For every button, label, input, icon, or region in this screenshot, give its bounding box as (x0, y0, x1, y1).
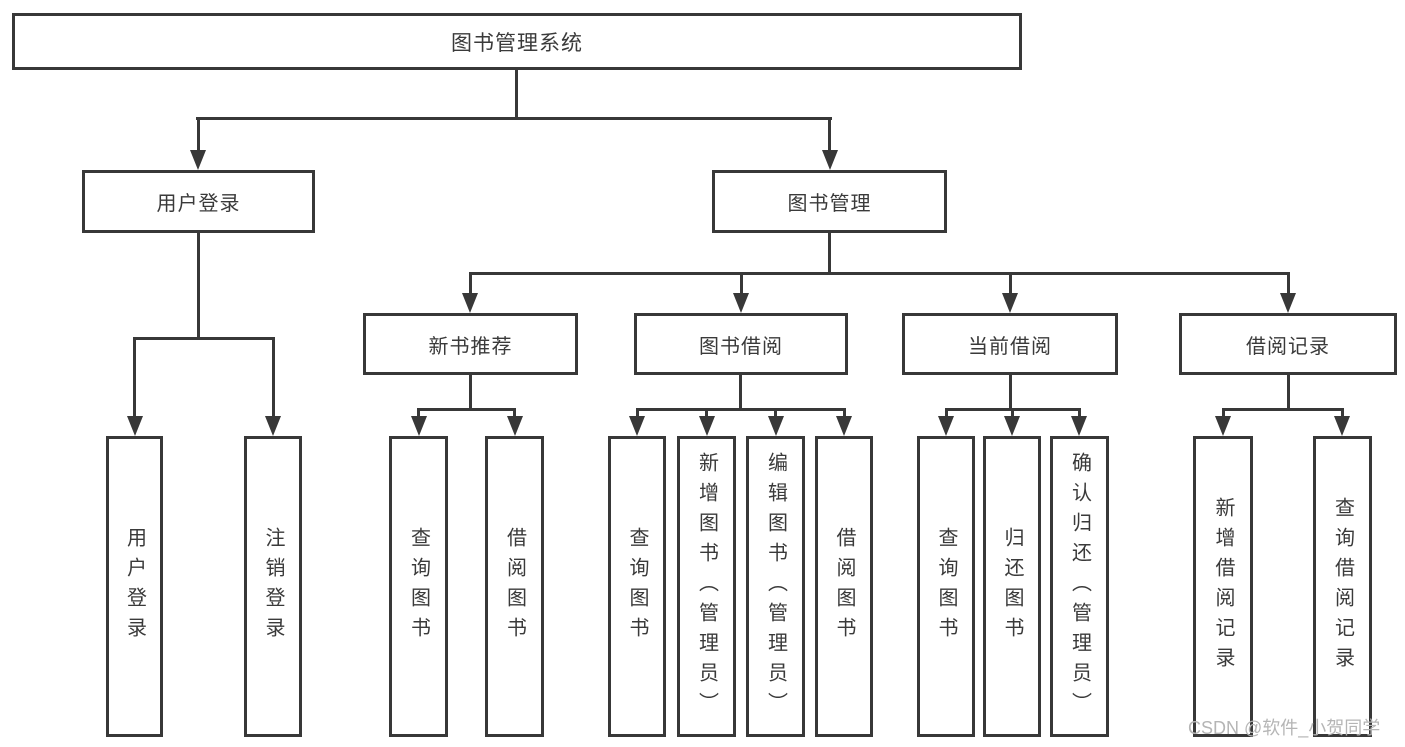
csdn-watermark: CSDN @软件_小贺同学 (1188, 718, 1381, 738)
connector-arrow-stem (1078, 408, 1081, 422)
connector-arrow-stem (272, 337, 275, 419)
arrow-down-icon (1071, 416, 1087, 436)
leaf-label: 新增借阅记录 (1212, 496, 1234, 677)
connector-current-stem (1009, 375, 1012, 411)
leaf-label: 查询借阅记录 (1331, 496, 1354, 677)
arrow-down-icon (733, 293, 749, 313)
arrow-down-icon (768, 416, 784, 436)
connector-user-login-stem (197, 233, 200, 340)
arrow-down-icon (1004, 416, 1020, 436)
connector-user-login-rail (133, 337, 275, 340)
connector-arrow-stem (740, 272, 743, 298)
connector-arrow-stem (1011, 408, 1014, 422)
leaf-logout: 注销登录 (244, 436, 302, 737)
arrow-down-icon (629, 416, 645, 436)
connector-borrowing-stem (739, 375, 742, 411)
leaf-label: 归还图书 (1001, 526, 1023, 647)
connector-records-rail (1222, 408, 1344, 411)
leaf-label: 借阅图书 (833, 526, 855, 647)
leaf-confirm-return-admin: 确认归还（管理员） (1050, 436, 1109, 737)
arrow-down-icon (507, 416, 523, 436)
arrow-down-icon (1334, 416, 1350, 436)
leaf-label: 新增图书（管理员） (695, 451, 718, 722)
connector-arrow-stem (705, 408, 708, 422)
leaf-label: 编辑图书（管理员） (764, 451, 787, 722)
arrow-down-icon (836, 416, 852, 436)
connector-book-mgmt-stem (828, 233, 831, 274)
arrow-down-icon (1215, 416, 1231, 436)
connector-level1-rail (196, 117, 832, 120)
leaf-label: 查询图书 (407, 526, 430, 647)
arrow-down-icon (265, 416, 281, 436)
connector-arrow-stem (513, 408, 516, 422)
leaf-label: 借阅图书 (503, 526, 526, 647)
arrow-down-icon (127, 416, 143, 436)
connector-arrow-stem (1222, 408, 1225, 422)
arrow-down-icon (1002, 293, 1018, 313)
connector-arrow-stem (417, 408, 420, 422)
connector-arrow-stem (1341, 408, 1344, 422)
leaf-query-books-recommend: 查询图书 (389, 436, 448, 737)
arrow-down-icon (938, 416, 954, 436)
leaf-borrow-books: 借阅图书 (815, 436, 873, 737)
node-root-library-system: 图书管理系统 (12, 13, 1022, 70)
leaf-query-books-borrow: 查询图书 (608, 436, 666, 737)
connector-arrow-stem (1287, 272, 1290, 298)
arrow-down-icon (1280, 293, 1296, 313)
connector-recommend-rail (417, 408, 516, 411)
leaf-label: 查询图书 (935, 526, 957, 647)
arrow-down-icon (462, 293, 478, 313)
leaf-user-login: 用户登录 (106, 436, 163, 737)
arrow-down-icon (822, 150, 838, 170)
arrow-down-icon (411, 416, 427, 436)
leaf-query-borrow-record: 查询借阅记录 (1313, 436, 1372, 737)
leaf-query-books-current: 查询图书 (917, 436, 975, 737)
node-current-borrowing: 当前借阅 (902, 313, 1118, 375)
connector-root-stem (515, 68, 518, 119)
connector-arrow-stem (774, 408, 777, 422)
node-new-book-recommend: 新书推荐 (363, 313, 578, 375)
leaf-label: 查询图书 (626, 526, 648, 647)
connector-borrowing-rail (636, 408, 846, 411)
connector-arrow-stem (1009, 272, 1012, 298)
connector-arrow-stem (469, 272, 472, 298)
node-book-management: 图书管理 (712, 170, 947, 233)
leaf-edit-books-admin: 编辑图书（管理员） (746, 436, 805, 737)
leaf-return-books: 归还图书 (983, 436, 1041, 737)
leaf-borrow-books-recommend: 借阅图书 (485, 436, 544, 737)
leaf-add-books-admin: 新增图书（管理员） (677, 436, 736, 737)
leaf-label: 用户登录 (123, 526, 146, 647)
connector-arrow-stem (843, 408, 846, 422)
node-borrowing-records: 借阅记录 (1179, 313, 1397, 375)
connector-arrow-stem (636, 408, 639, 422)
connector-arrow-stem (197, 117, 200, 153)
leaf-label: 确认归还（管理员） (1068, 451, 1091, 722)
connector-records-stem (1287, 375, 1290, 411)
connector-recommend-stem (469, 375, 472, 411)
leaf-add-borrow-record: 新增借阅记录 (1193, 436, 1253, 737)
arrow-down-icon (190, 150, 206, 170)
connector-arrow-stem (945, 408, 948, 422)
node-book-borrowing: 图书借阅 (634, 313, 848, 375)
arrow-down-icon (699, 416, 715, 436)
leaf-label: 注销登录 (262, 526, 284, 647)
connector-level2-rail (469, 272, 1290, 275)
node-user-login: 用户登录 (82, 170, 315, 233)
connector-arrow-stem (828, 117, 831, 153)
connector-arrow-stem (133, 337, 136, 419)
